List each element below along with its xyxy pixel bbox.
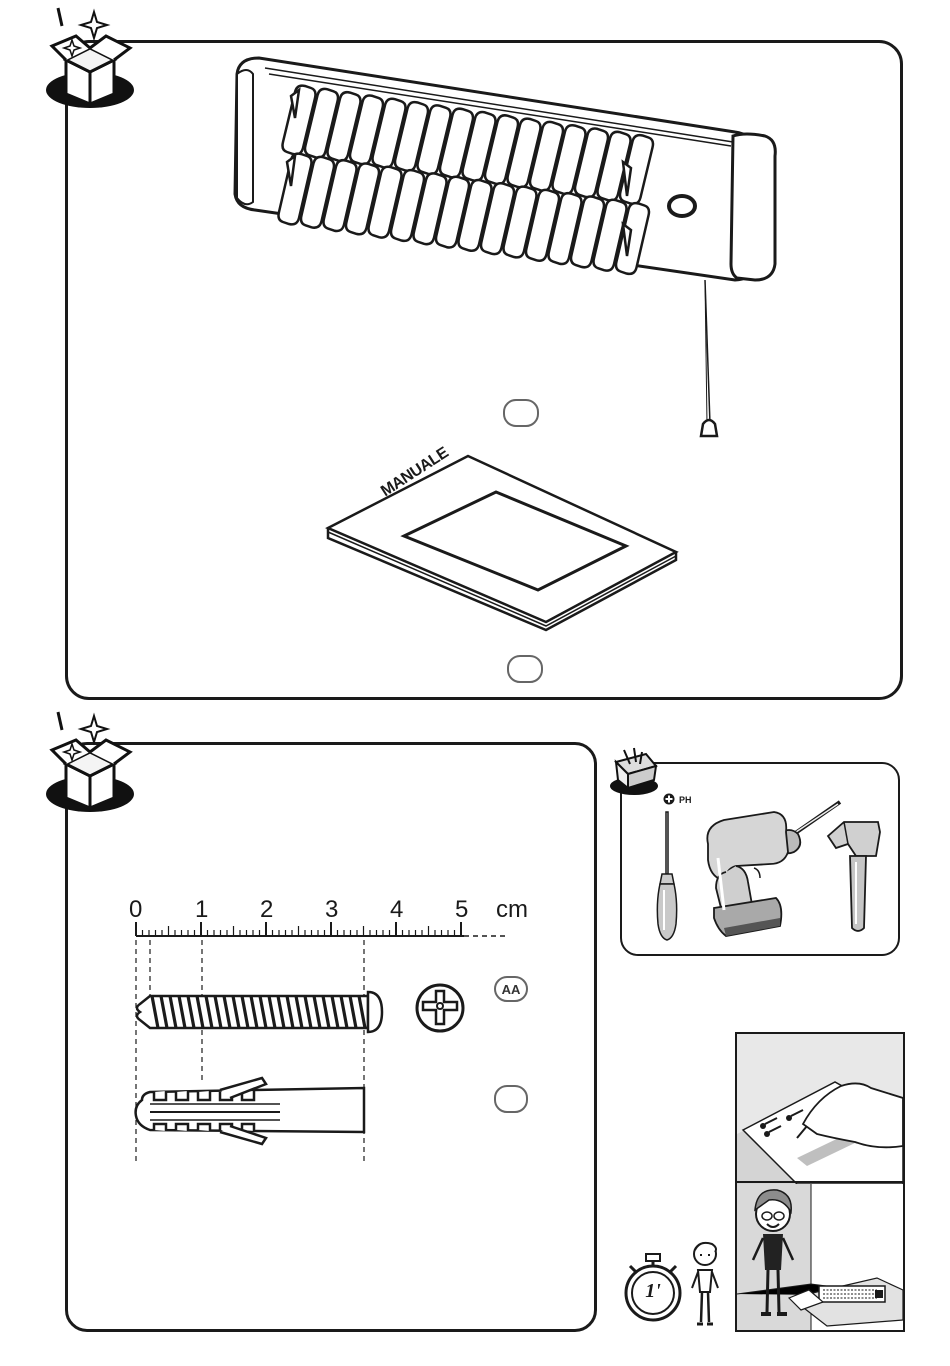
- ruler-and-fixings: [120, 920, 520, 1170]
- ruler-tick-3: 3: [325, 898, 338, 922]
- phillips-head-icon: [414, 982, 466, 1034]
- heater-illustration: [225, 52, 785, 442]
- ruler-tick-1: 1: [195, 898, 208, 922]
- screw-ref-pill: AA: [494, 976, 528, 1002]
- screwdriver-icon: [650, 810, 684, 944]
- timer-duration: 1': [634, 1280, 672, 1303]
- screwdriver-type-label: PH: [679, 795, 692, 805]
- ruler-unit: cm: [496, 898, 528, 922]
- hammer-icon: [826, 814, 886, 938]
- read-instructions-panel: [735, 1032, 905, 1332]
- person-icon: [688, 1240, 722, 1328]
- phillips-head-icon: [663, 793, 675, 805]
- ruler-tick-2: 2: [260, 898, 273, 922]
- ruler-tick-0: 0: [129, 898, 142, 922]
- manual-ref-pill: [507, 655, 543, 683]
- ruler-tick-4: 4: [390, 898, 403, 922]
- manual-booklet: MANUALE: [320, 448, 685, 633]
- open-box-icon: [44, 6, 140, 110]
- open-box-icon: [44, 710, 140, 814]
- toolbox-icon: [606, 742, 662, 798]
- ruler-tick-5: 5: [455, 898, 468, 922]
- drill-icon: [694, 798, 844, 944]
- heater-ref-pill: [503, 399, 539, 427]
- dowel-ref-pill: [494, 1085, 528, 1113]
